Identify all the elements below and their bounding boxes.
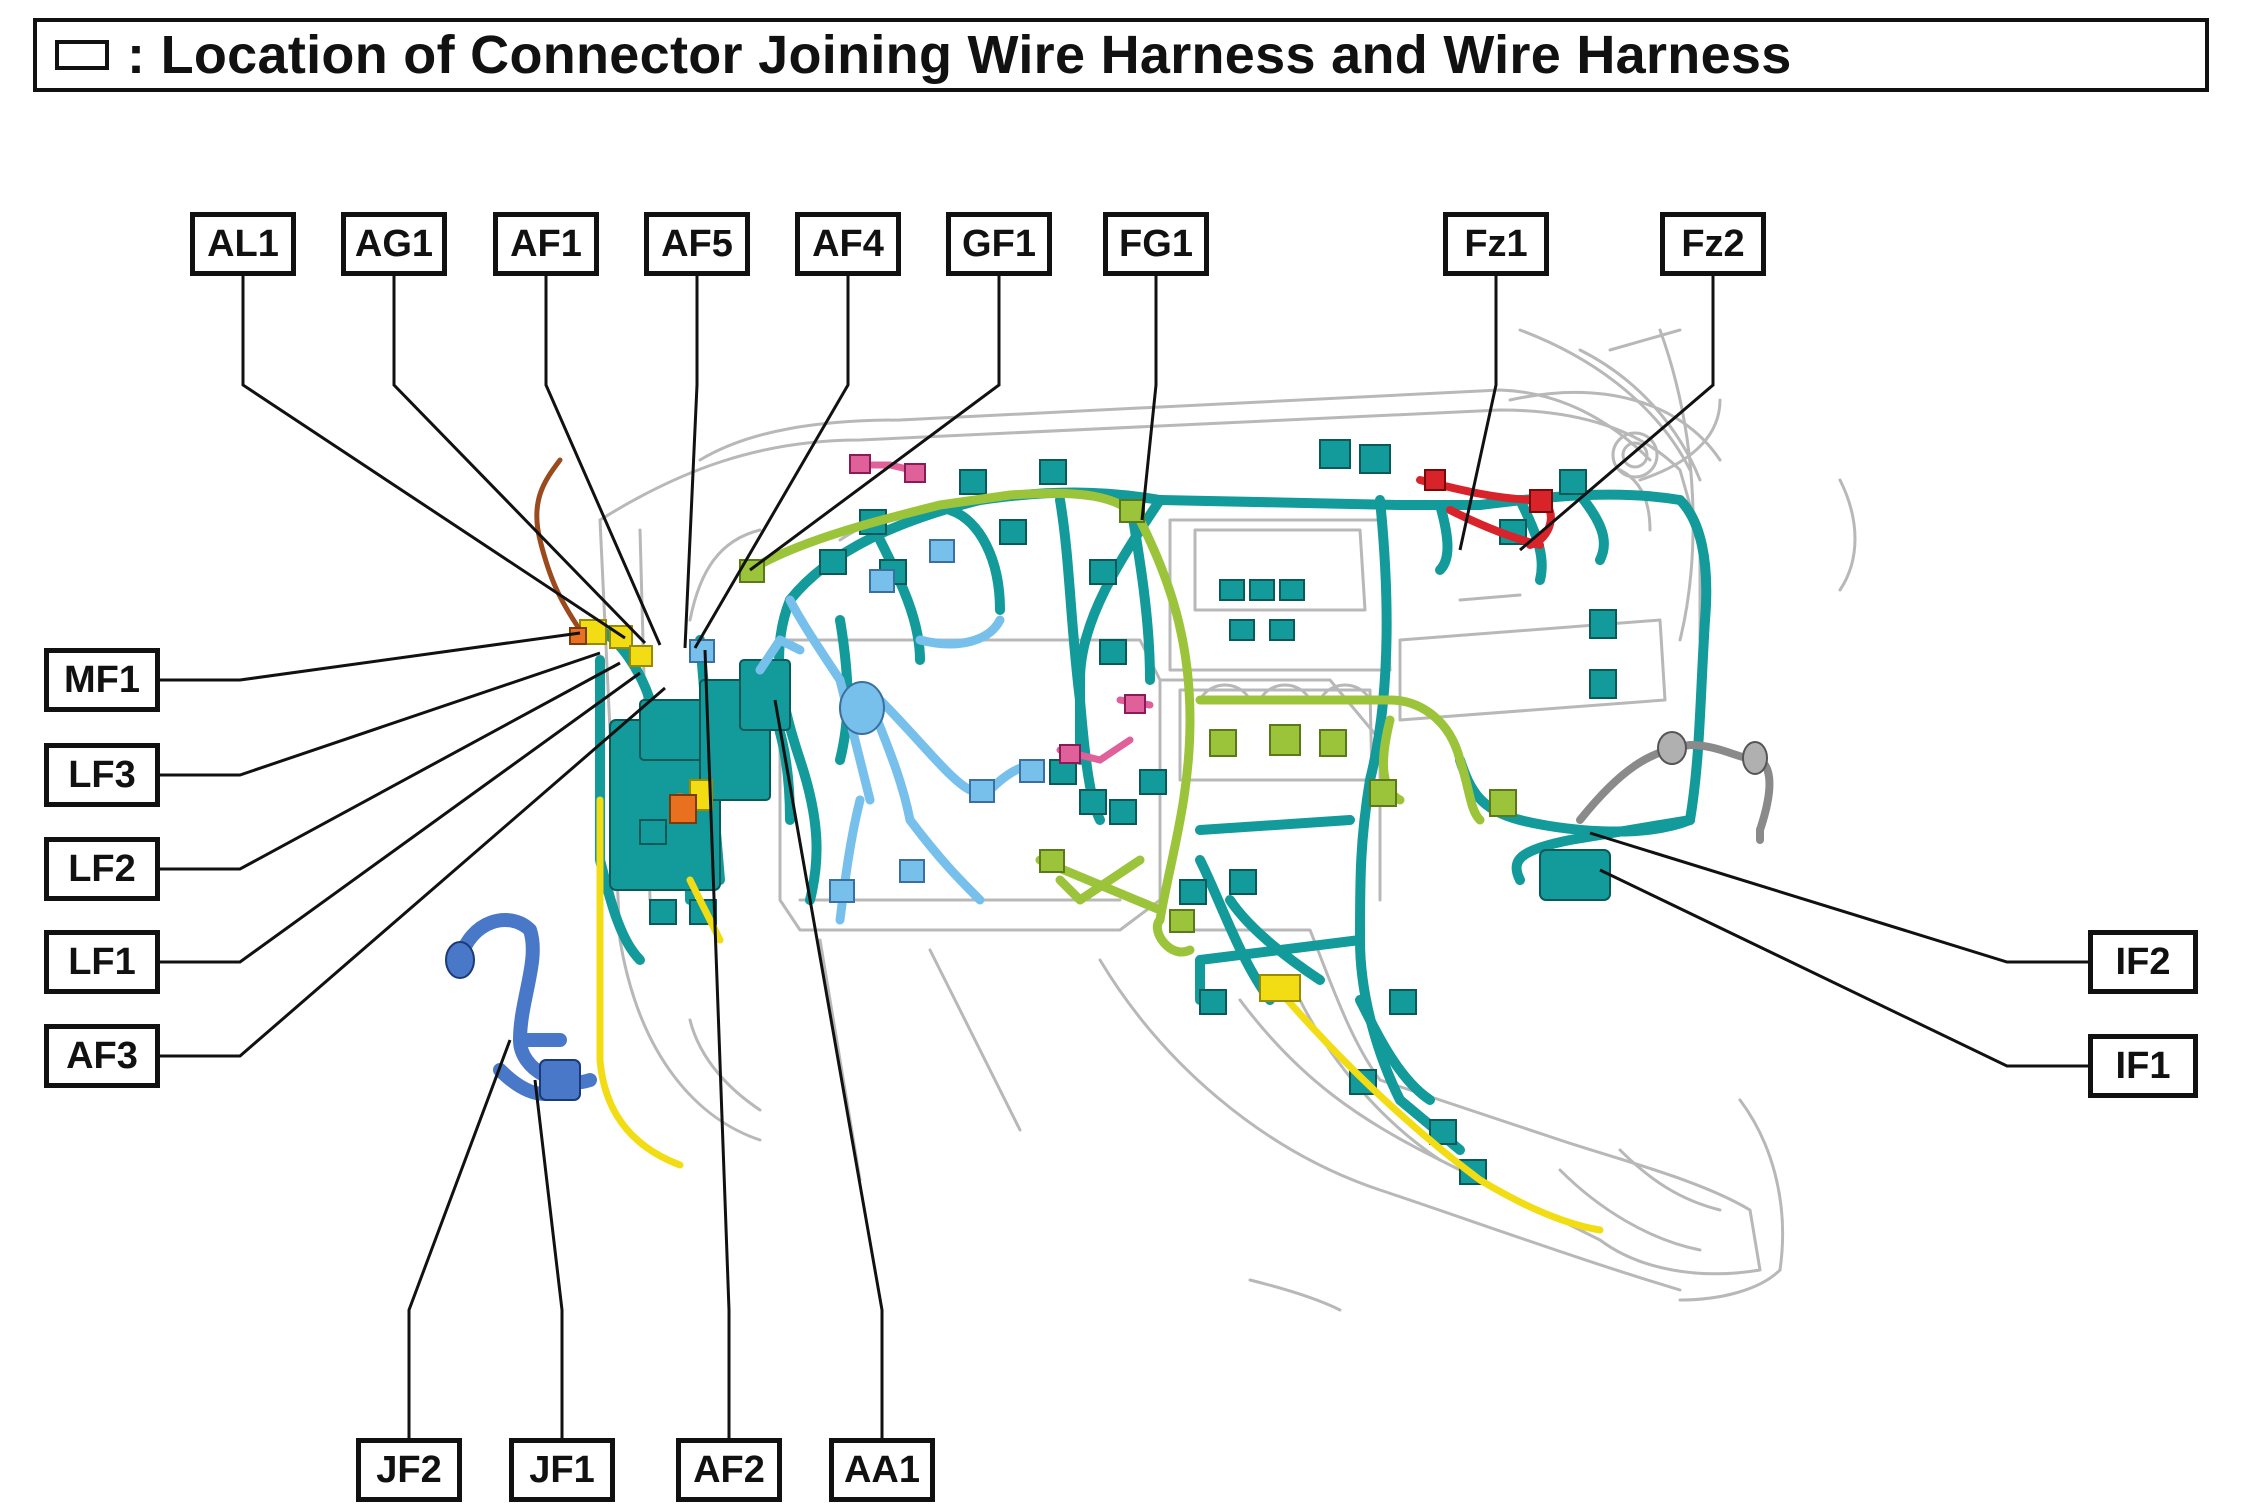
red-connectors [1424,469,1553,513]
label-aa1: AA1 [829,1438,935,1502]
lightblue-connectors [689,539,1045,903]
leader-line-fz1 [1458,276,1498,551]
leader-line-fg1 [1140,276,1158,521]
label-mf1: MF1 [44,648,160,712]
harness-yellow [596,796,1604,1234]
leader-line-jf2 [407,1039,512,1438]
diagram-title: : Location of Connector Joining Wire Har… [33,18,2209,92]
label-lf3: LF3 [44,743,160,807]
pink-connectors [849,454,1146,764]
teal-connectors [609,439,1617,1185]
label-fg1: FG1 [1103,212,1209,276]
orange-connectors [569,627,697,824]
label-if1: IF1 [2088,1034,2198,1098]
harness-teal [595,487,1712,1155]
label-lf1: LF1 [44,930,160,994]
harness-gray [1576,740,1774,844]
green-connectors [739,499,1517,933]
label-lf2: LF2 [44,837,160,901]
label-af4: AF4 [795,212,901,276]
harness-pink [856,461,1154,764]
title-text: : Location of Connector Joining Wire Har… [127,25,1792,85]
connector-box-icon [55,40,109,70]
leader-lines [160,276,2088,1438]
leader-line-lf3 [160,651,601,777]
leader-line-lf1 [160,671,641,964]
label-fz2: Fz2 [1660,212,1766,276]
leader-line-ag1 [392,276,647,645]
label-fz1: Fz1 [1443,212,1549,276]
label-jf1: JF1 [509,1438,615,1502]
leader-line-af5 [683,276,699,649]
harness-green [745,488,1485,957]
leader-line-af4 [693,276,850,649]
blue-connectors [445,941,581,1101]
gray-connectors [1657,731,1768,775]
leader-line-mf1 [160,631,581,682]
leader-line-if2 [1589,831,2088,964]
label-jf2: JF2 [356,1438,462,1502]
label-af5: AF5 [644,212,750,276]
leader-line-if1 [1599,868,2088,1068]
label-al1: AL1 [190,212,296,276]
label-ag1: AG1 [341,212,447,276]
leader-line-af1 [544,276,662,646]
leader-line-jf1 [533,1079,564,1438]
leader-line-aa1 [773,699,884,1438]
leader-line-af2 [703,649,731,1438]
label-af3: AF3 [44,1024,160,1088]
leader-line-al1 [241,276,626,640]
label-af2: AF2 [676,1438,782,1502]
label-af1: AF1 [493,212,599,276]
label-gf1: GF1 [946,212,1052,276]
leader-line-fz2 [1519,276,1715,552]
label-if2: IF2 [2088,930,2198,994]
leader-line-gf1 [749,276,1001,572]
leader-line-lf2 [160,661,621,871]
leader-line-af3 [160,686,666,1058]
